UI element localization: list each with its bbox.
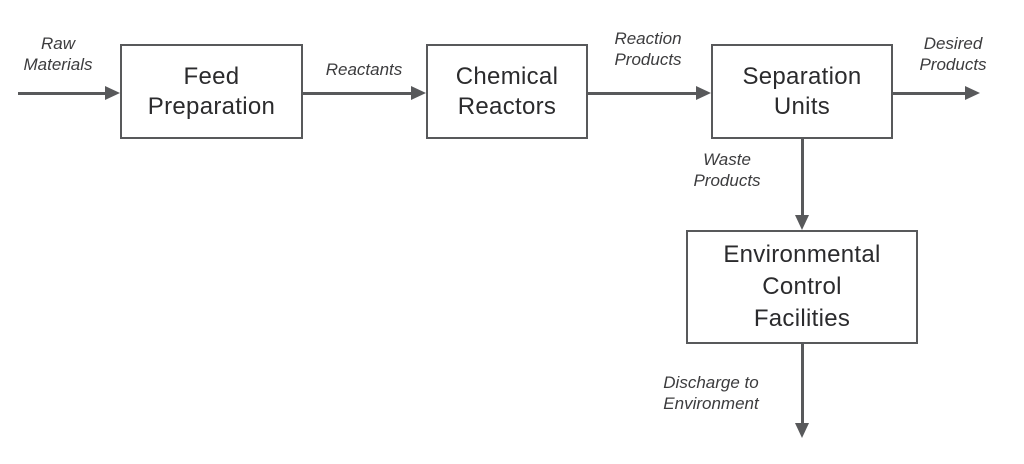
flow-label-discharge: Discharge to Environment [663,373,759,413]
arrow-reactants-head-icon [411,86,426,100]
node-separation-units-label: Separation Units [742,62,862,120]
arrow-discharge-head-icon [795,423,809,438]
flow-label-reactants: Reactants [325,60,403,79]
flow-label-desired-products: Desired Products [919,34,987,74]
arrow-reaction-products-line [588,91,696,95]
arrow-waste-products-line [800,139,804,215]
arrow-reactants-line [303,91,411,95]
arrow-discharge-line [800,344,804,423]
node-environmental-control: Environmental Control Facilities [686,230,918,344]
arrow-waste-products-head-icon [795,215,809,230]
node-feed-preparation: Feed Preparation [120,44,303,139]
arrow-desired-products-head-icon [965,86,980,100]
flow-label-raw-materials: Raw Materials [23,34,93,74]
arrow-reaction-products-head-icon [696,86,711,100]
node-chemical-reactors: Chemical Reactors [426,44,588,139]
arrow-raw-materials-line [18,91,105,95]
node-feed-preparation-label: Feed Preparation [147,62,276,120]
node-separation-units: Separation Units [711,44,893,139]
node-environmental-control-label: Environmental Control Facilities [723,241,881,332]
flow-label-reaction-products: Reaction Products [614,29,682,69]
flow-label-waste-products: Waste Products [693,150,761,190]
arrow-raw-materials-head-icon [105,86,120,100]
arrow-desired-products-line [893,91,965,95]
node-chemical-reactors-label: Chemical Reactors [455,62,559,120]
